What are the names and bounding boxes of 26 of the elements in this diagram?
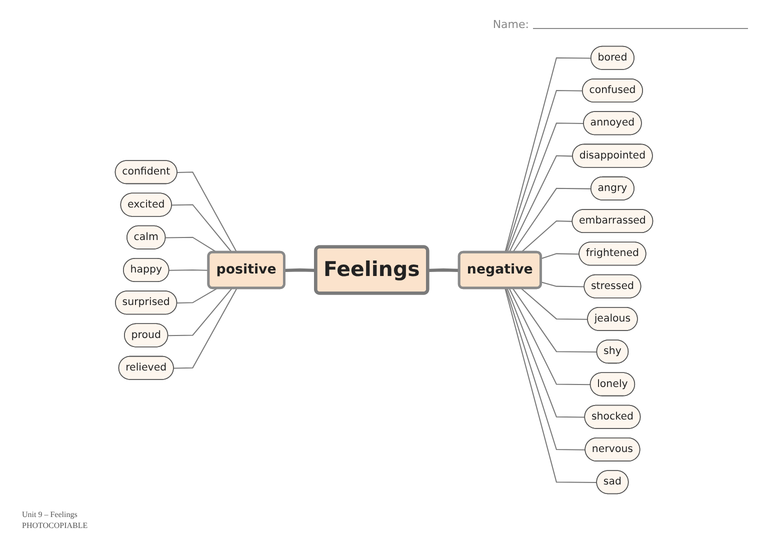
connector: [520, 220, 573, 253]
connector: [512, 288, 598, 352]
connector: [169, 270, 209, 271]
connector: [177, 288, 218, 304]
connector: [540, 253, 580, 260]
name-label: Name:: [492, 18, 529, 31]
connector: [174, 288, 238, 369]
connector: [172, 204, 232, 253]
footer-note: PHOTOCOPIABLE: [22, 520, 88, 531]
connector: [540, 282, 585, 288]
connector: [512, 188, 592, 253]
connector: [504, 57, 592, 253]
connector: [504, 288, 597, 484]
connector: [505, 90, 583, 253]
connector: [506, 122, 584, 253]
connector: [505, 288, 586, 450]
connector: [428, 268, 460, 272]
connector: [284, 268, 316, 272]
connector: [177, 172, 238, 253]
connector: [508, 288, 591, 386]
connector: [506, 288, 586, 418]
connector: [166, 236, 218, 253]
connector: [520, 288, 588, 320]
connector: [168, 288, 232, 336]
footer-note: Unit 9 – Feelings: [22, 509, 78, 520]
connector: [508, 155, 573, 253]
